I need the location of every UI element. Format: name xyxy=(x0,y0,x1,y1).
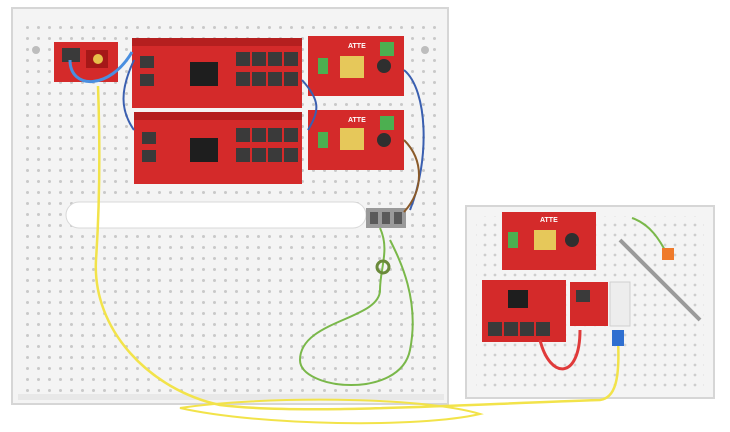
power-supply-small: ATTE xyxy=(502,212,596,270)
terminal-orange xyxy=(662,248,674,260)
psu-small-brand: ATTE xyxy=(540,217,558,224)
fiber-loop xyxy=(179,398,484,425)
media-converter-small xyxy=(570,281,631,327)
sfp-module xyxy=(612,330,624,346)
power-supply-middle: ATTE xyxy=(308,110,404,170)
cable-gray xyxy=(618,238,702,322)
media-converter xyxy=(54,42,118,82)
patch-cable-blue xyxy=(68,51,134,84)
switch-board-bottom xyxy=(134,112,302,184)
power-wiring xyxy=(122,59,425,213)
terminal-block xyxy=(366,208,406,228)
fiber-cable-yellow xyxy=(94,85,620,411)
power-supply-top: ATTE xyxy=(308,36,404,96)
ferrite-ring xyxy=(375,259,391,275)
mount-hole xyxy=(32,46,40,54)
psu-top-brand: ATTE xyxy=(348,43,366,50)
switch-board-small xyxy=(482,280,566,342)
ground-wire-green xyxy=(298,227,414,386)
patch-cable-red xyxy=(538,329,582,371)
cable-slot xyxy=(65,201,367,229)
switch-board-top xyxy=(132,38,302,108)
mount-hole xyxy=(421,46,429,54)
psu-middle-brand: ATTE xyxy=(348,117,366,124)
